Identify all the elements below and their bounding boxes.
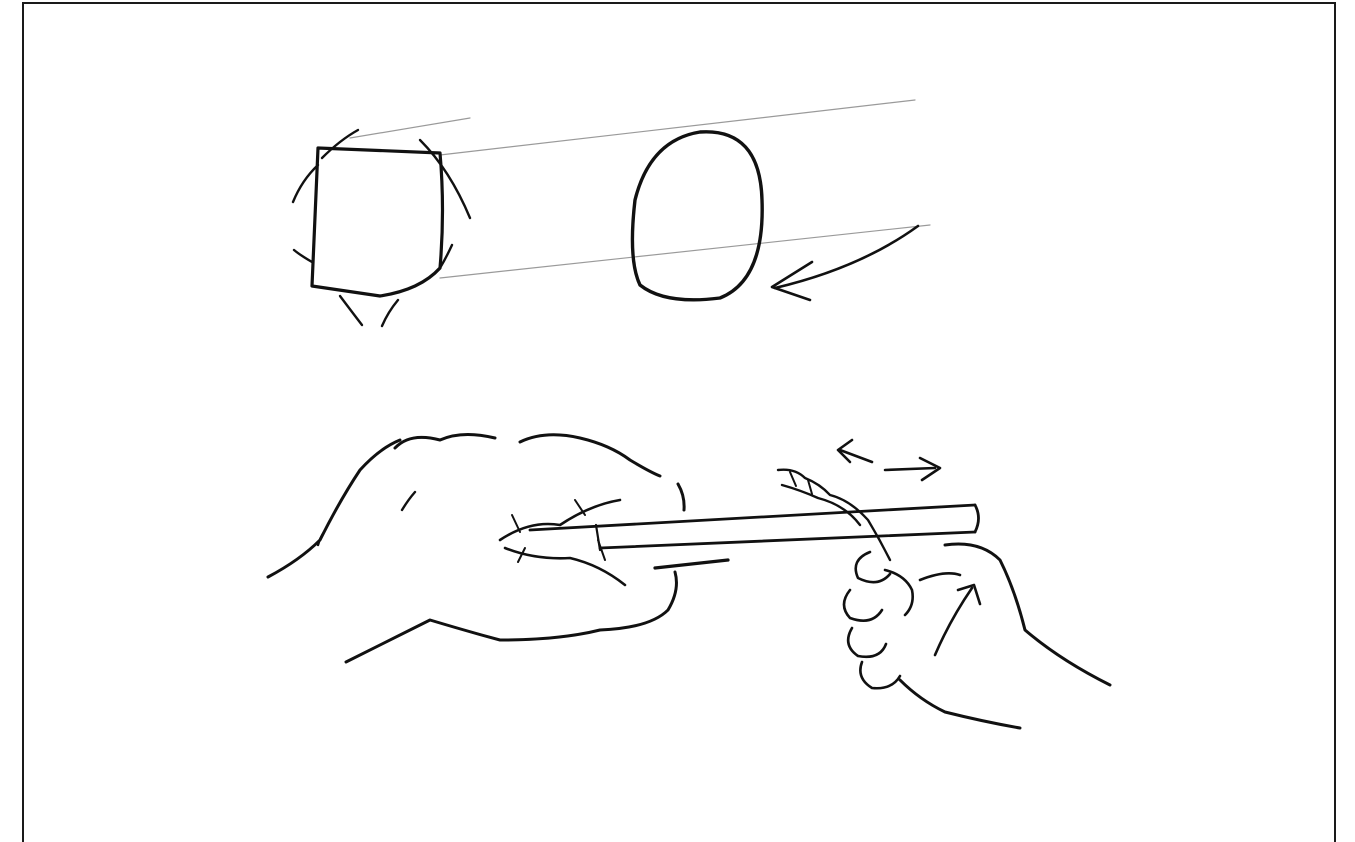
push-arrow-shaft xyxy=(935,588,972,655)
right-hand xyxy=(778,470,1110,728)
left-hand-wrist-crease xyxy=(318,532,324,545)
stick-bottom-edge xyxy=(440,225,930,278)
back-and-forth-arrow xyxy=(838,440,940,480)
left-hand-knuckle-2 xyxy=(520,435,660,476)
knife xyxy=(655,560,728,568)
arrow-right-shaft xyxy=(885,468,935,470)
left-thumb-top xyxy=(500,500,620,540)
stick-top-edge-left xyxy=(350,118,470,138)
left-hand-wrist-top xyxy=(268,440,400,577)
cut-stroke-left-upper xyxy=(293,165,318,202)
right-finger-3 xyxy=(848,628,886,657)
stick-cut-mark xyxy=(596,525,600,550)
stick-bottom-line xyxy=(600,532,975,548)
right-finger-2 xyxy=(844,590,882,621)
right-finger-1 xyxy=(856,552,890,582)
rotation-arrow-shaft xyxy=(775,226,918,288)
stick-end xyxy=(975,505,979,532)
twine-bottom xyxy=(782,485,860,525)
left-hand-knuckle-1 xyxy=(395,434,495,448)
right-hand-wrist-bottom xyxy=(900,680,1020,728)
round-cross-section xyxy=(632,132,918,300)
cut-stroke-bottom-mid xyxy=(382,300,398,326)
left-hand-crease xyxy=(402,492,415,510)
knife-blade xyxy=(655,560,728,568)
square-cross-section xyxy=(293,100,930,326)
left-hand-knuckle-3 xyxy=(678,484,684,510)
left-hand-palm-bottom xyxy=(346,572,676,662)
square-end-outline xyxy=(312,148,443,296)
cut-stroke-top-left xyxy=(322,130,358,158)
right-finger-4 xyxy=(860,662,900,688)
round-end-outline xyxy=(632,132,762,300)
right-hand-wrist-top xyxy=(945,544,1110,685)
cut-stroke-bottom-left xyxy=(340,296,362,325)
stick-top-edge-right xyxy=(440,100,915,155)
stick xyxy=(530,505,979,550)
cut-stroke-left-lower xyxy=(294,250,312,262)
right-thumb xyxy=(920,573,960,580)
